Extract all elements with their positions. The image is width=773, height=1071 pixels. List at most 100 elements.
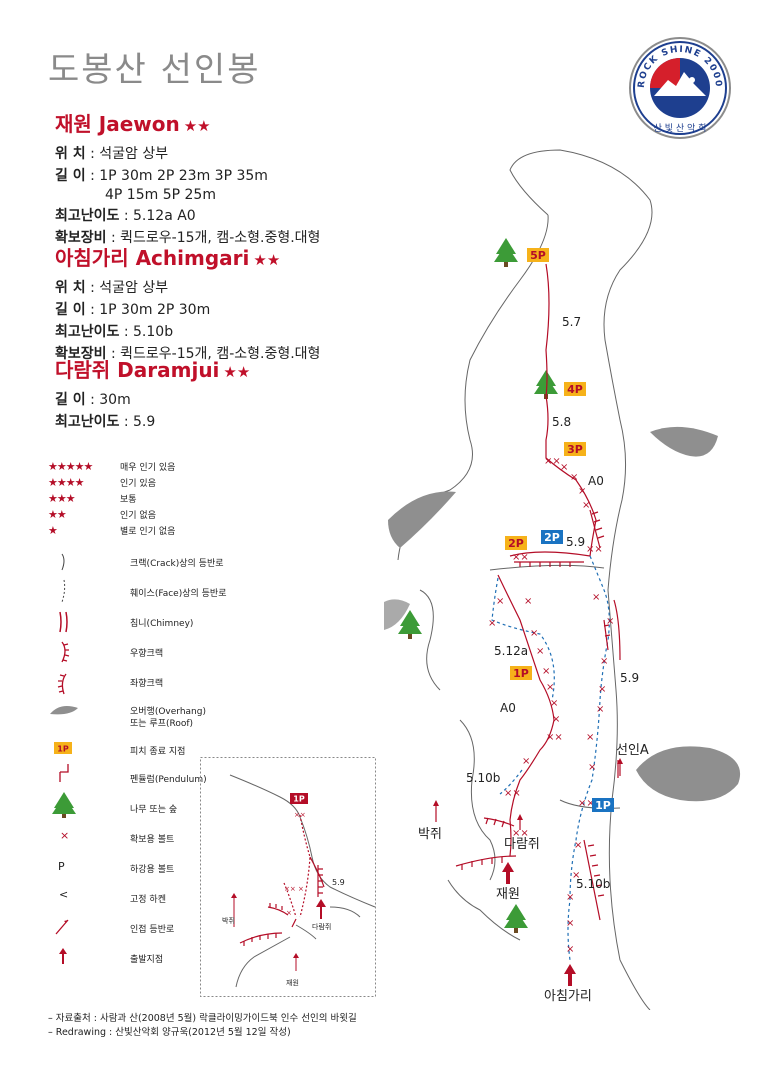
svg-text:××: ××: [512, 552, 529, 563]
info-row: 최고난이도 : 5.9: [55, 414, 156, 430]
legend-stars-3: ★★★보통: [48, 492, 137, 505]
grade-label: A0: [588, 474, 604, 488]
start-point-icon: [564, 964, 576, 986]
svg-text:××: ××: [504, 788, 521, 799]
grade-label: 5.9: [566, 535, 585, 549]
inset-bolt: ××: [294, 811, 306, 819]
svg-text:×: ×: [578, 486, 586, 497]
tree-icon: [504, 904, 528, 933]
svg-text:×: ×: [566, 892, 574, 903]
svg-text:×: ×: [496, 596, 504, 607]
inset-pitch-badge: 1P: [293, 795, 305, 804]
pitch-label: 2P: [544, 531, 560, 544]
svg-text:××: ××: [586, 544, 603, 555]
grade-label: A0: [500, 701, 516, 715]
tree-icon: [398, 610, 422, 639]
left-crack-icon: [57, 673, 67, 695]
grade-label: 5.12a: [494, 644, 528, 658]
svg-text:××: ××: [544, 456, 561, 467]
legend-stars-2: ★★인기 없음: [48, 508, 156, 521]
svg-text:×: ×: [570, 472, 578, 483]
svg-text:×: ×: [574, 840, 582, 851]
svg-text:×: ×: [560, 462, 568, 473]
inset-label-daramjui: 다람쥐: [312, 922, 331, 931]
rock-shine-logo: ROCK SHINE 2000 산 빛 산 악 회: [629, 37, 731, 139]
info-row: 길 이 : 1P 30m 2P 30m: [55, 302, 211, 318]
pitch-badge-1p-achimgari: [592, 798, 614, 812]
tree-icon: [494, 238, 518, 267]
info-row: 최고난이도 : 5.10b: [55, 324, 174, 340]
start-point-icon: [502, 862, 514, 884]
info-row: 위 치 : 석굴암 상부: [55, 146, 169, 162]
pitch-badge-2p-jaewon: [505, 536, 527, 550]
svg-text:×: ×: [550, 698, 558, 709]
right-crack-icon: [61, 641, 70, 663]
label-seoninA: 선인A: [616, 743, 649, 758]
pitch-badge-5p: [527, 248, 549, 262]
inset-bolt: ×× ×: [284, 885, 304, 893]
route-title: 다람쥐 Daramjui★★: [55, 358, 251, 382]
pitch-end-icon: [54, 742, 72, 754]
fixed-piton-icon: <: [59, 888, 68, 901]
info-row: 4P 15m 5P 25m: [105, 187, 216, 203]
label-jaewon: 재원: [496, 887, 520, 902]
route-daramjui-info: 다람쥐 Daramjui★★ 길 이 : 30m 최고난이도 : 5.9: [55, 354, 250, 431]
legend-stars-5: ★★★★★매우 인기 있음: [48, 460, 176, 473]
inset-grade: 5.9: [332, 878, 345, 887]
main-topo: ×××× ×× ×××× ××× ××× ××× ××××× ××× ××× ×…: [384, 149, 741, 1010]
route-achimgari-info: 아침가리 Achimgari★★ 위 치 : 석굴암 상부 길 이 : 1P 3…: [55, 242, 320, 363]
inset-label-jaewon: 재원: [286, 978, 299, 987]
crack-line-icon: [61, 553, 65, 571]
info-row: 위 치 : 석굴암 상부: [55, 280, 169, 296]
svg-text:×: ×: [598, 684, 606, 695]
grade-label: 5.10b: [466, 771, 500, 785]
grade-label: 5.9: [620, 671, 639, 685]
label-daramjui: 다람쥐: [504, 837, 540, 852]
legend-stars-4: ★★★★인기 있음: [48, 476, 156, 489]
star-rating: ★★: [223, 363, 251, 381]
route-title: 아침가리 Achimgari★★: [55, 246, 281, 270]
svg-text:×: ×: [566, 918, 574, 929]
svg-text:×: ×: [600, 656, 608, 667]
svg-text:×: ×: [546, 682, 554, 693]
route-title: 재원 Jaewon★★: [55, 112, 211, 136]
bolt-markers: ×××× ×× ×××× ××× ××× ××× ××××× ××× ××× ×…: [488, 456, 614, 955]
overhang-mid: [384, 599, 410, 630]
achimgari-route-line: [491, 555, 610, 961]
pitch-badge-3p: [564, 442, 586, 456]
tree-icon: [52, 792, 76, 818]
grade-label: 5.10b: [576, 877, 610, 891]
star-rating: ★★: [253, 251, 281, 269]
svg-text:×: ×: [592, 592, 600, 603]
label-achimgari: 아침가리: [544, 989, 592, 1004]
info-row: 최고난이도 : 5.12a A0: [55, 208, 196, 224]
rock-outline: [397, 149, 653, 1010]
pitch-label: 4P: [567, 383, 583, 396]
overhang-icon: [50, 706, 78, 715]
inset-bolt: ×: [286, 909, 292, 917]
svg-text:×: ×: [596, 704, 604, 715]
svg-text:×: ×: [582, 500, 590, 511]
bolt-icon: ×: [60, 829, 69, 842]
overhang-top: [650, 426, 718, 457]
svg-text:×: ×: [572, 870, 580, 881]
svg-text:××: ××: [512, 828, 529, 839]
jaewon-route-line: [497, 263, 597, 857]
svg-text:×: ×: [586, 732, 594, 743]
inset-label-bakjui: 박쥐: [222, 916, 235, 925]
pitch-label: 2P: [508, 537, 524, 550]
svg-text:××: ××: [546, 732, 563, 743]
route-jaewon-info: 재원 Jaewon★★ 위 치 : 석굴암 상부 길 이 : 1P 30m 2P…: [55, 108, 320, 247]
svg-text:×: ×: [530, 628, 538, 639]
pitch-badge-1p-jaewon: [510, 666, 532, 680]
pitch-label: 3P: [567, 443, 583, 456]
pitch-end-badge: 1P: [57, 745, 69, 754]
legend-symbol-icons: 1P × P <: [50, 553, 78, 964]
info-row: 길 이 : 30m: [55, 392, 131, 408]
svg-text:×: ×: [524, 596, 532, 607]
chimney-icon: [59, 611, 68, 633]
svg-text:×: ×: [522, 756, 530, 767]
info-row: 확보장비 : 퀵드로우-15개, 캠-소형.중형.대형: [55, 230, 321, 246]
pitch-label: 1P: [513, 667, 529, 680]
pitch-label: 5P: [530, 249, 546, 262]
